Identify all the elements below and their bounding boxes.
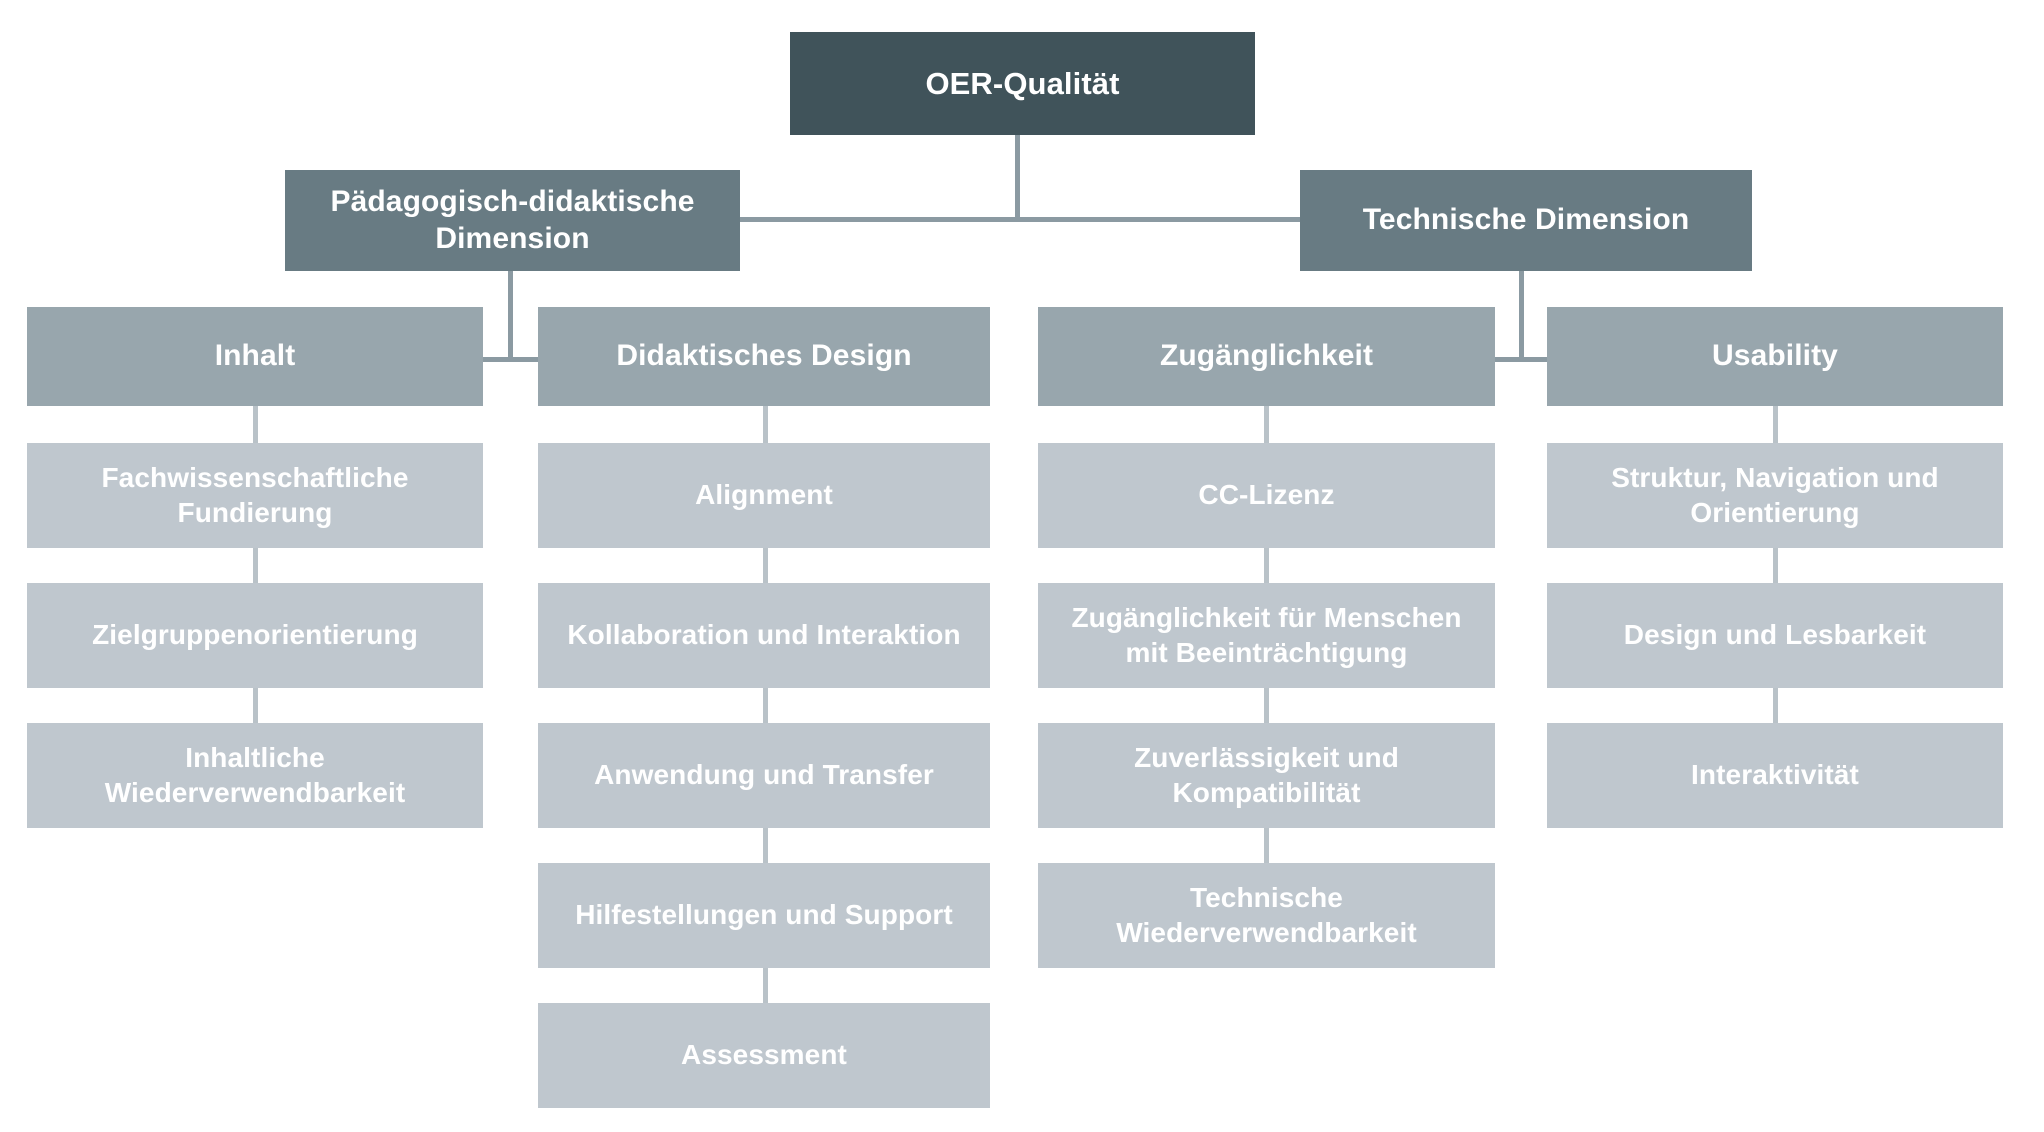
node-criterion-interaktivitaet[interactable]: Interaktivität — [1547, 723, 2003, 828]
node-label: Fachwissenschaftliche Fundierung — [101, 462, 409, 528]
node-label: Usability — [1712, 339, 1838, 373]
node-label: Inhaltliche Wiederverwendbarkeit — [104, 742, 406, 808]
connector-spine-inhalt — [253, 405, 258, 725]
connector-root-stem — [1015, 135, 1020, 221]
node-criterion-struktur-navigation-orientierung[interactable]: Struktur, Navigation und Orientierung — [1547, 443, 2003, 548]
node-label: Zuverlässigkeit und Kompatibilität — [1134, 742, 1399, 808]
node-label: Technische Dimension — [1362, 203, 1690, 237]
node-dimension-paedagogisch-didaktisch[interactable]: Pädagogisch-didaktische Dimension — [285, 170, 740, 271]
node-criterion-design-und-lesbarkeit[interactable]: Design und Lesbarkeit — [1547, 583, 2003, 688]
node-label: Hilfestellungen und Support — [575, 899, 953, 931]
node-dimension-technisch[interactable]: Technische Dimension — [1300, 170, 1752, 271]
node-label: Struktur, Navigation und Orientierung — [1611, 462, 1939, 528]
connector-technische-children-bar — [1483, 357, 1563, 362]
node-criterion-alignment[interactable]: Alignment — [538, 443, 990, 548]
node-criterion-cc-lizenz[interactable]: CC-Lizenz — [1038, 443, 1495, 548]
node-label: CC-Lizenz — [1198, 479, 1335, 511]
node-category-usability[interactable]: Usability — [1547, 307, 2003, 406]
node-criterion-anwendung-und-transfer[interactable]: Anwendung und Transfer — [538, 723, 990, 828]
node-label: Technische Wiederverwendbarkeit — [1116, 882, 1417, 948]
node-category-inhalt[interactable]: Inhalt — [27, 307, 483, 406]
node-label: Interaktivität — [1691, 759, 1859, 791]
connector-technische-stem — [1519, 270, 1524, 362]
node-root-oer-qualitaet[interactable]: OER-Qualität — [790, 32, 1255, 135]
node-label: Inhalt — [214, 339, 296, 373]
node-criterion-zuverlaessigkeit-und-kompatibilitaet[interactable]: Zuverlässigkeit und Kompatibilität — [1038, 723, 1495, 828]
node-criterion-zielgruppenorientierung[interactable]: Zielgruppenorientierung — [27, 583, 483, 688]
node-label: Alignment — [695, 479, 833, 511]
node-criterion-fachwissenschaftliche-fundierung[interactable]: Fachwissenschaftliche Fundierung — [27, 443, 483, 548]
node-label: Kollaboration und Interaktion — [567, 619, 961, 651]
connector-spine-didaktisches-design — [763, 405, 768, 1006]
connector-dimension-bar — [735, 217, 1301, 222]
connector-paedagogisch-stem — [508, 270, 513, 362]
node-criterion-kollaboration-und-interaktion[interactable]: Kollaboration und Interaktion — [538, 583, 990, 688]
node-label: Anwendung und Transfer — [594, 759, 934, 791]
node-label: Zugänglichkeit für Menschen mit Beeinträ… — [1071, 602, 1462, 668]
node-criterion-hilfestellungen-und-support[interactable]: Hilfestellungen und Support — [538, 863, 990, 968]
node-criterion-technische-wiederverwendbarkeit[interactable]: Technische Wiederverwendbarkeit — [1038, 863, 1495, 968]
node-criterion-assessment[interactable]: Assessment — [538, 1003, 990, 1108]
node-label: Didaktisches Design — [616, 339, 912, 373]
connector-paedagogisch-children-bar — [472, 357, 552, 362]
node-criterion-inhaltliche-wiederverwendbarkeit[interactable]: Inhaltliche Wiederverwendbarkeit — [27, 723, 483, 828]
node-label: OER-Qualität — [925, 65, 1120, 101]
node-category-zugaenglichkeit[interactable]: Zugänglichkeit — [1038, 307, 1495, 406]
connector-spine-usability — [1773, 405, 1778, 725]
node-category-didaktisches-design[interactable]: Didaktisches Design — [538, 307, 990, 406]
node-label: Pädagogisch-didaktische Dimension — [330, 184, 695, 255]
node-label: Zielgruppenorientierung — [92, 619, 418, 651]
node-label: Design und Lesbarkeit — [1623, 619, 1927, 651]
node-label: Assessment — [681, 1039, 847, 1071]
node-criterion-zugaenglichkeit-beeintraechtigung[interactable]: Zugänglichkeit für Menschen mit Beeinträ… — [1038, 583, 1495, 688]
node-label: Zugänglichkeit — [1159, 339, 1374, 373]
